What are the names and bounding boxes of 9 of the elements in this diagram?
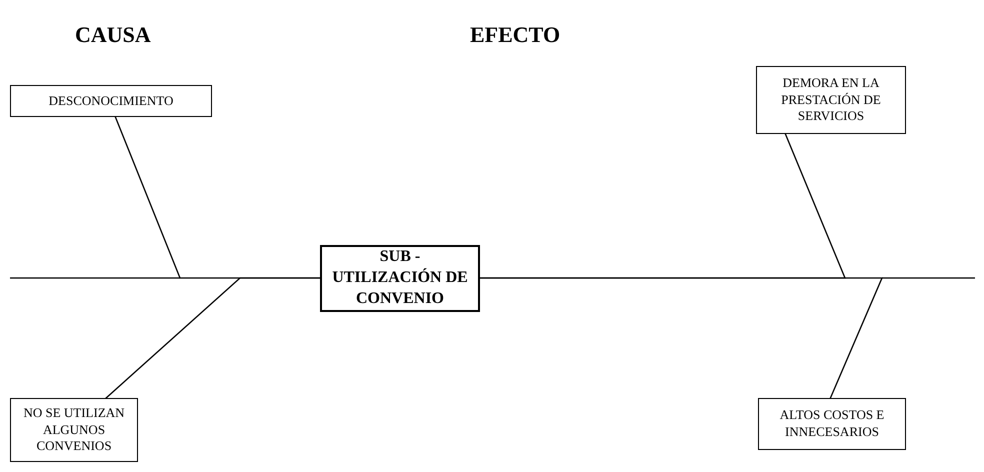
text-box: SUB - UTILIZACIÓN DE CONVENIO	[320, 245, 480, 312]
text-box: ALTOS COSTOS E INNECESARIOS	[758, 398, 906, 450]
text-box: DESCONOCIMIENTO	[10, 85, 212, 117]
heading: CAUSA	[75, 22, 151, 48]
text-box: DEMORA EN LA PRESTACIÓN DE SERVICIOS	[756, 66, 906, 134]
connector-line	[104, 277, 320, 400]
connector-line	[480, 277, 883, 400]
text-box: NO SE UTILIZAN ALGUNOS CONVENIOS	[10, 398, 138, 462]
heading: EFECTO	[470, 22, 560, 48]
